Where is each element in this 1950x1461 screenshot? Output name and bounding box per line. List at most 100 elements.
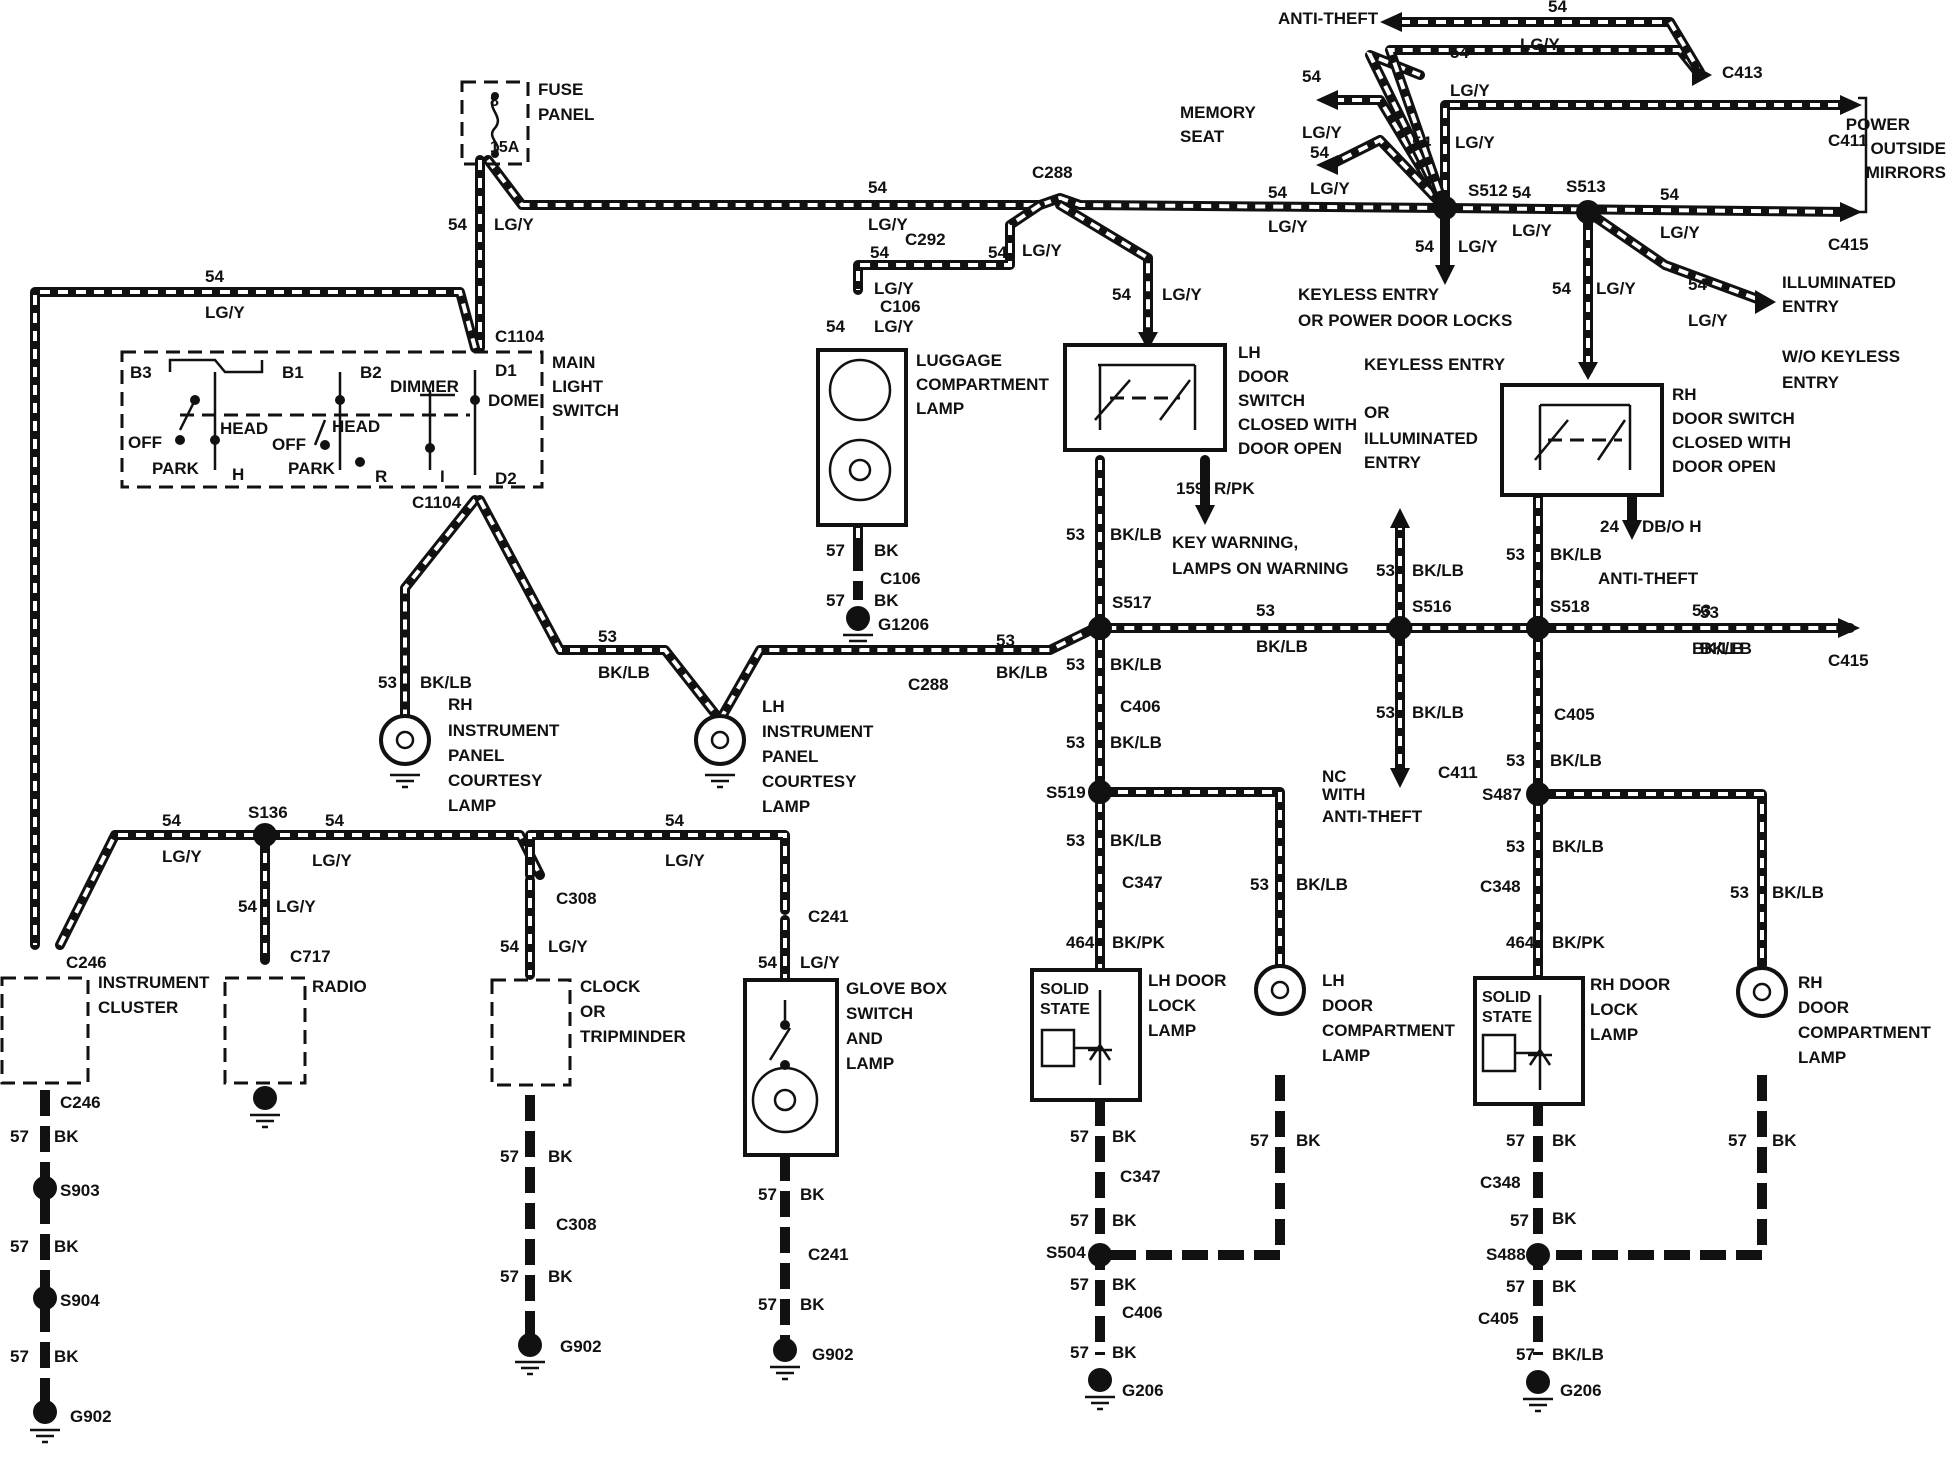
w-bk-g: BK (548, 1267, 573, 1286)
s517: S517 (1112, 593, 1152, 612)
lh-door-lock: SOLID STATE LH DOOR LOCK LAMP (1030, 968, 1226, 1102)
lh-ss-1: SOLID (1040, 981, 1089, 998)
c347-top: C347 (1122, 873, 1163, 892)
w-57-l: 57 (1070, 1275, 1089, 1294)
rhip-5: LAMP (448, 796, 496, 815)
c348-top: C348 (1480, 877, 1521, 896)
w-54-u: 54 (238, 897, 257, 916)
w-bklb-p: BK/LB (1772, 883, 1824, 902)
s513: S513 (1566, 177, 1606, 196)
w-lgy-m: LG/Y (1596, 279, 1636, 298)
w-bklb-a: BK/LB (420, 673, 472, 692)
lhip-5: LAMP (762, 797, 810, 816)
lhip-2: INSTRUMENT (762, 722, 874, 741)
w-54-a: 54 (448, 215, 467, 234)
ms-i: I (440, 467, 445, 486)
c1104-top: C1104 (495, 327, 545, 346)
g206-lh: G206 (1122, 1381, 1164, 1400)
w-53-q: 53 (1700, 603, 1719, 622)
w-bk-s: BK (1772, 1131, 1797, 1150)
lhdl-3: LAMP (1148, 1021, 1196, 1040)
lhds-3: SWITCH (1238, 391, 1305, 410)
w-53-p: 53 (1730, 883, 1749, 902)
lhdc-3: COMPARTMENT (1322, 1021, 1455, 1040)
lhds-1: LH (1238, 343, 1261, 362)
w-53-a: 53 (378, 673, 397, 692)
w-57-i: 57 (758, 1295, 777, 1314)
w-lgy-x: LG/Y (800, 953, 840, 972)
lhds-4: CLOSED WITH (1238, 415, 1357, 434)
c246-bot: C246 (60, 1093, 101, 1112)
w-53-f: 53 (1066, 525, 1085, 544)
ke-3: ILLUMINATED (1364, 429, 1478, 448)
s903: S903 (60, 1181, 100, 1200)
w-bklb-n: BK/LB (1550, 751, 1602, 770)
rh-ss-2: STATE (1482, 1009, 1532, 1026)
w-54-p: 54 (988, 243, 1007, 262)
w-53-o: 53 (1506, 837, 1525, 856)
w-159: 159 (1176, 479, 1204, 498)
c292: C292 (905, 230, 946, 249)
c308-bot: C308 (556, 1215, 597, 1234)
w-57-b: 57 (826, 591, 845, 610)
w-bklb-f: BK/LB (1110, 525, 1162, 544)
w-53-m: 53 (1250, 875, 1269, 894)
w-bk-f: BK (548, 1147, 573, 1166)
w-rpk: R/PK (1214, 479, 1255, 498)
w-bk-q: BK (1552, 1277, 1577, 1296)
w-464-b: 464 (1506, 933, 1535, 952)
w-lgy-g: LG/Y (1302, 123, 1342, 142)
fuse-label-2: PANEL (538, 105, 594, 124)
w-bklb-k: BK/LB (1110, 733, 1162, 752)
w-54-k: 54 (1660, 185, 1679, 204)
w-54-d: 54 (1268, 183, 1287, 202)
w-54-b: 54 (205, 267, 224, 286)
w-bk-h: BK (800, 1185, 825, 1204)
w-dboh: DB/O H (1642, 517, 1702, 536)
rhip-1: RH (448, 695, 473, 714)
w-bk-n: BK (1296, 1131, 1321, 1150)
w-54-t: 54 (325, 811, 344, 830)
s136: S136 (248, 803, 288, 822)
power-3: MIRRORS (1866, 163, 1946, 182)
w-bklb-g: BK/LB (1412, 561, 1464, 580)
ms-h: H (232, 465, 244, 484)
c308-top: C308 (556, 889, 597, 908)
w-54-l: 54 (1415, 237, 1434, 256)
main-light-switch: B3 B1 B2 D1 D2 DIMMER DOME OFF HEAD PARK… (120, 350, 619, 489)
rh-ss-1: SOLID (1482, 989, 1531, 1006)
rhip-4: COURTESY (448, 771, 543, 790)
ms-r: R (375, 467, 387, 486)
w-57-k: 57 (1070, 1211, 1089, 1230)
radio-label: RADIO (312, 977, 367, 996)
w-54-j: 54 (1512, 183, 1531, 202)
ic-1: INSTRUMENT (98, 973, 210, 992)
anti-theft-top: ANTI-THEFT (1278, 9, 1379, 28)
rhip-3: PANEL (448, 746, 504, 765)
c405-bot: C405 (1478, 1309, 1519, 1328)
ke-2: OR (1364, 403, 1390, 422)
w-54-h: 54 (1310, 143, 1329, 162)
ms-b3: B3 (130, 363, 152, 382)
ic-2: CLUSTER (98, 998, 178, 1017)
w-bklb-m: BK/LB (1296, 875, 1348, 894)
clock-2: OR (580, 1002, 606, 1021)
fuse-label-1: FUSE (538, 80, 583, 99)
w-bklb-e: BK/LB (1692, 639, 1744, 658)
anti-theft-2: ANTI-THEFT (1598, 569, 1699, 588)
lh-door-switch: LH DOOR SWITCH CLOSED WITH DOOR OPEN (1063, 343, 1357, 458)
w-bk-d: BK (54, 1237, 79, 1256)
lh-ip-labels: LH INSTRUMENT PANEL COURTESY LAMP (762, 697, 874, 816)
w-54-r: 54 (826, 317, 845, 336)
s504: S504 (1046, 1243, 1086, 1262)
rh-door-comp-labels: RH DOOR COMPARTMENT LAMP (1798, 973, 1931, 1067)
w-53-h: 53 (1376, 703, 1395, 722)
w-54-e: 54 (1548, 0, 1567, 16)
ms-dimmer: DIMMER (390, 377, 459, 396)
w-lgy-n: LG/Y (1688, 311, 1728, 330)
w-bkpk-b: BK/PK (1552, 933, 1606, 952)
w-lgy-a: LG/Y (494, 215, 534, 234)
glove-box: GLOVE BOX SWITCH AND LAMP (743, 978, 948, 1157)
